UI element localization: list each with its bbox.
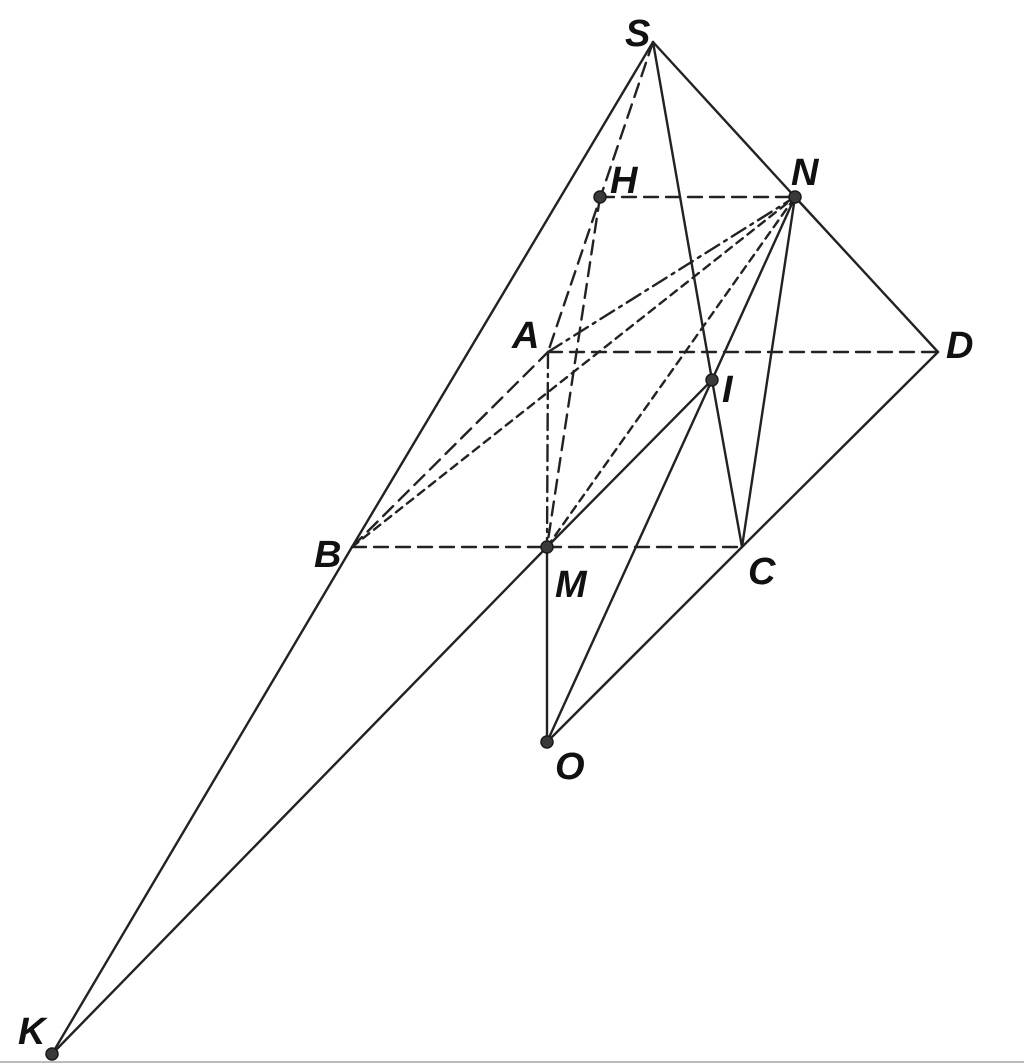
segment-BN (350, 195, 797, 549)
point-label-k: K (18, 1011, 48, 1053)
segment-CO (545, 545, 744, 744)
segment-ND (793, 195, 940, 354)
point-label-n: N (791, 152, 820, 194)
point-o-dot (540, 735, 554, 749)
segment-NC (740, 195, 797, 549)
point-label-a: A (511, 315, 539, 357)
point-m-dot (540, 540, 554, 554)
segment-IC (710, 378, 744, 549)
point-label-h: H (610, 160, 639, 202)
point-label-s: S (625, 13, 650, 55)
point-label-i: I (722, 369, 734, 411)
segment-DC (740, 350, 940, 549)
segment-IN (710, 195, 797, 382)
point-n-dot (788, 190, 802, 204)
points-layer (45, 190, 802, 1061)
segment-MI (545, 378, 714, 549)
segment-OI (545, 378, 714, 744)
segment-BA (350, 350, 550, 549)
point-h-dot (593, 190, 607, 204)
segment-MN (545, 195, 797, 549)
point-label-b: B (314, 534, 341, 576)
segments-layer (50, 40, 940, 1056)
point-label-d: D (946, 325, 973, 367)
labels-layer: S H N A D I B M C O K (18, 13, 973, 1053)
segment-SI (651, 40, 714, 382)
point-label-c: C (748, 551, 776, 593)
segment-AM (545, 350, 550, 549)
point-i-dot (705, 373, 719, 387)
segment-SN (651, 40, 797, 199)
segment-KM (50, 545, 549, 1056)
segment-SB (350, 40, 655, 549)
segment-AN (546, 195, 797, 354)
point-label-m: M (555, 564, 588, 606)
point-k-dot (45, 1047, 59, 1061)
segment-BK (50, 545, 354, 1056)
point-label-o: O (555, 746, 585, 788)
